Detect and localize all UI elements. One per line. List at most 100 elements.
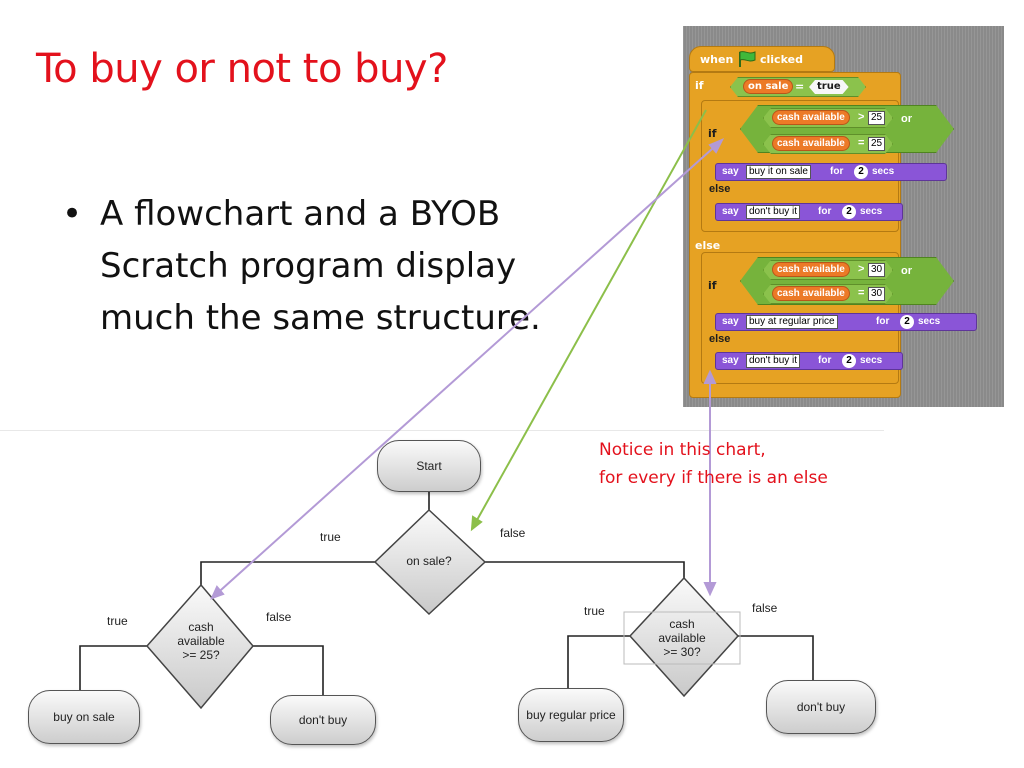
say-text-dont-buy[interactable]: don't buy it [746,205,801,219]
inner-else-label-2: else [709,333,731,345]
notice-line-1: Notice in this chart, [599,440,766,460]
when-label: when [700,53,734,66]
inner-else-label-1: else [709,183,731,195]
connector-cash30-false [738,635,814,680]
buy-regular-terminal: buy regular price [518,688,624,742]
greater-op: > [858,111,865,123]
say-text-dont-buy[interactable]: don't buy it [746,354,801,368]
dont-buy-terminal-1: don't buy [270,695,376,745]
say-label: say [722,206,739,217]
label-false-cash30: false [752,601,778,615]
diamond-on-sale [373,508,487,616]
number-30[interactable]: 30 [868,263,885,277]
notice-text: Notice in this chart, for every if there… [599,436,828,492]
diamond-cash-30 [628,576,740,698]
cash-available-variable[interactable]: cash available [772,262,850,277]
true-value[interactable]: true [809,80,849,94]
equals-op: = [795,80,805,93]
dont-buy-terminal-2: don't buy [766,680,876,734]
connector-cash25-false [253,645,324,695]
secs-label: secs [918,316,941,327]
number-25[interactable]: 25 [868,137,885,151]
cash-available-variable[interactable]: cash available [772,136,850,151]
number-25[interactable]: 25 [868,111,885,125]
say-buy-regular-block[interactable]: say buy at regular price for 2 secs [715,313,977,331]
secs-label: secs [860,355,883,366]
arrow-purple-head-top [708,138,725,154]
inner-if-label-2: if [708,279,717,292]
for-label: for [818,355,832,366]
selection-box [623,611,741,665]
cash-equals-30[interactable]: cash available = 30 [763,284,893,304]
inner-if-label-1: if [708,127,717,140]
say-buy-on-sale-block[interactable]: say buy it on sale for 2 secs [715,163,947,181]
bullet-dot: • [62,194,83,234]
on-sale-variable[interactable]: on sale [743,79,793,94]
scratch-script-panel: when clicked if on sale = true else if i… [683,26,1004,407]
secs-label: secs [860,206,883,217]
cash30-line3: >= 30? [663,645,701,659]
cash-greater-30[interactable]: cash available > 30 [763,260,893,280]
label-false-onsale: false [500,526,526,540]
connector-cash25-true [79,645,147,690]
or-label: or [901,265,912,277]
cash-equals-25[interactable]: cash available = 25 [763,134,893,154]
number-30[interactable]: 30 [868,287,885,301]
secs-value[interactable]: 2 [842,354,856,368]
cash25-line3: >= 25? [182,648,220,662]
equals-op: = [858,137,865,149]
clicked-label: clicked [760,53,803,66]
arrow-purple-cash25 [211,139,723,599]
arrow-green-onsale [471,109,707,530]
say-dont-buy-block-2[interactable]: say don't buy it for 2 secs [715,352,903,370]
arrow-purple30-head-top [703,369,717,384]
say-label: say [722,355,739,366]
for-label: for [830,166,844,177]
notice-line-2: for every if there is an else [599,468,828,488]
say-text-buy-on-sale[interactable]: buy it on sale [746,165,811,179]
outer-if-label: if [695,79,704,92]
arrow-green-head [470,515,483,532]
cash25-line1: cash [188,620,214,634]
label-false-cash25: false [266,610,292,624]
say-text-buy-regular[interactable]: buy at regular price [746,315,838,329]
cash25-line2: available [177,634,225,648]
say-label: say [722,316,739,327]
cash25-question: cash available >= 25? [166,620,236,662]
for-label: for [818,206,832,217]
arrow-purple30-head-bottom [703,582,717,597]
connector-cash30-true [567,635,630,688]
outer-else-label: else [695,239,721,252]
greater-op: > [858,263,865,275]
say-label: say [722,166,739,177]
separator-line [0,430,884,431]
label-true-onsale: true [320,530,341,544]
when-flag-clicked-hat[interactable]: when clicked [689,46,835,72]
say-dont-buy-block-1[interactable]: say don't buy it for 2 secs [715,203,903,221]
cash-available-variable[interactable]: cash available [772,286,850,301]
arrow-purple-head-bottom [210,585,225,600]
on-sale-question: on sale? [406,554,452,568]
cash30-line2: available [658,631,706,645]
slide-title: To buy or not to buy? [36,46,448,92]
connector-onsale-true [200,561,375,585]
secs-value[interactable]: 2 [842,205,856,219]
or-label: or [901,113,912,125]
cash-available-variable[interactable]: cash available [772,110,850,125]
diamond-cash-25 [146,583,254,710]
green-flag-icon [736,50,758,71]
label-true-cash30: true [584,604,605,618]
cash-greater-25[interactable]: cash available > 25 [763,108,893,128]
bullet-text: A flowchart and a BYOB Scratch program d… [100,194,541,338]
secs-value[interactable]: 2 [900,315,914,329]
on-sale-equals-condition[interactable]: on sale = true [730,77,866,97]
cash30-line1: cash [669,617,695,631]
secs-label: secs [872,166,895,177]
buy-on-sale-terminal: buy on sale [28,690,140,744]
start-terminal: Start [377,440,481,492]
secs-value[interactable]: 2 [854,165,868,179]
connector-onsale-false [485,561,685,578]
equals-op: = [858,287,865,299]
label-true-cash25: true [107,614,128,628]
